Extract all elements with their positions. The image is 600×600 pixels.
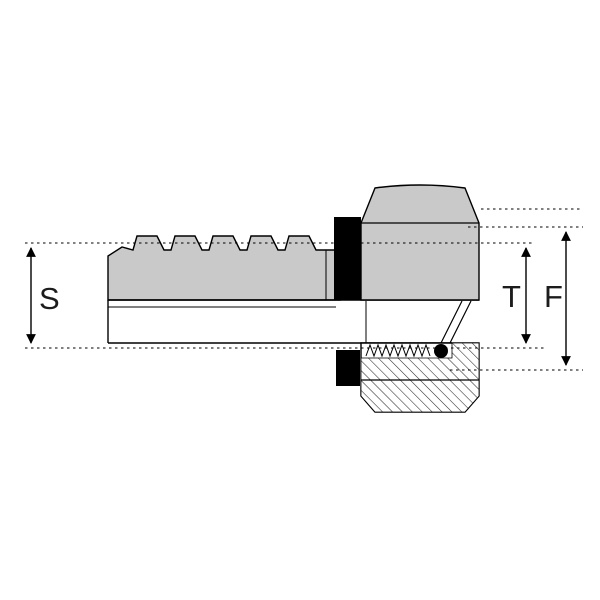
nut-section-hatched — [360, 342, 480, 413]
hose-tail-barbs — [107, 235, 341, 301]
reference-lines — [25, 208, 583, 371]
crimp-marker-top — [334, 217, 361, 300]
dimension-label-f: F — [544, 279, 563, 314]
crimp-marker-bottom — [336, 350, 360, 386]
o-ring-dot — [434, 344, 448, 358]
dimension-label-t: T — [502, 279, 521, 314]
thread-zigzag — [365, 343, 431, 358]
dimension-label-s: S — [39, 281, 60, 316]
nut-top-half — [360, 184, 480, 301]
cone-seat-lines — [440, 300, 472, 344]
